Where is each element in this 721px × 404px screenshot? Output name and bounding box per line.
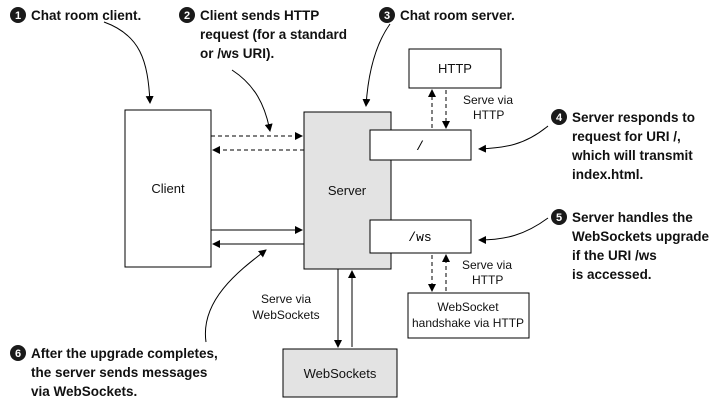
callout-2-pointer (231, 69, 273, 132)
annotation-1: 1 Chat room client. (10, 7, 141, 23)
callout-3-pointer (362, 23, 391, 107)
annotation-5: 5 Server handles the WebSockets upgrade … (551, 209, 710, 282)
badge-2-icon (179, 7, 195, 23)
annotation-4-line-4: index.html. (572, 167, 643, 182)
uri-root-label: / (416, 139, 424, 154)
annotation-6-line-3: via WebSockets. (31, 384, 137, 399)
annotation-2-line-3: or /ws URI). (200, 46, 274, 61)
serve-http-bottom-line-2: HTTP (472, 273, 503, 287)
serve-ws-line-2: WebSockets (252, 308, 319, 322)
badge-2-number: 2 (184, 10, 190, 22)
annotation-5-line-4: is accessed. (572, 267, 652, 282)
annotation-5-line-1: Server handles the (572, 210, 693, 225)
annotation-2-line-1: Client sends HTTP (200, 8, 319, 23)
badge-1-icon (10, 7, 26, 23)
uri-ws-label: /ws (408, 230, 431, 245)
badge-6-icon (10, 345, 26, 361)
server-label: Server (328, 183, 367, 198)
uri-root-box: / (369, 129, 472, 161)
annotation-1-line-1: Chat room client. (31, 8, 141, 23)
badge-4-number: 4 (556, 112, 563, 124)
ws-handshake-line-2: handshake via HTTP (412, 316, 524, 330)
annotation-6: 6 After the upgrade completes, the serve… (10, 345, 218, 399)
annotation-6-line-1: After the upgrade completes, (31, 346, 218, 361)
annotation-3-line-1: Chat room server. (400, 8, 515, 23)
annotation-5-line-2: WebSockets upgrade (572, 229, 710, 244)
badge-5-number: 5 (556, 212, 562, 224)
http-box: HTTP (408, 48, 502, 89)
serve-http-top-line-2: HTTP (473, 108, 504, 122)
annotation-2: 2 Client sends HTTP request (for a stand… (179, 7, 347, 61)
badge-4-icon (551, 109, 567, 125)
badge-3-icon (379, 7, 395, 23)
ws-handshake-box: WebSocket handshake via HTTP (407, 292, 530, 339)
annotation-5-line-3: if the URI /ws (572, 248, 657, 263)
badge-1-number: 1 (15, 10, 21, 22)
badge-5-icon (551, 209, 567, 225)
serve-http-top-line-1: Serve via (463, 93, 513, 107)
serve-ws-line-1: Serve via (261, 292, 311, 306)
callout-4-pointer (478, 125, 549, 153)
websockets-label: WebSockets (304, 366, 377, 381)
annotation-4: 4 Server responds to request for URI /, … (551, 109, 695, 182)
annotation-2-line-2: request (for a standard (200, 27, 347, 42)
annotation-4-line-2: request for URI /, (572, 129, 681, 144)
serve-http-bottom-line-1: Serve via (462, 258, 512, 272)
annotation-6-line-2: the server sends messages (31, 365, 207, 380)
uri-ws-box: /ws (369, 219, 472, 254)
http-label: HTTP (438, 61, 472, 76)
callout-5-pointer (478, 217, 549, 244)
badge-6-number: 6 (15, 348, 21, 360)
ws-handshake-line-1: WebSocket (437, 300, 499, 314)
client-box: Client (124, 109, 212, 268)
annotation-4-line-1: Server responds to (572, 110, 695, 125)
annotation-3: 3 Chat room server. (379, 7, 515, 23)
annotation-4-line-3: which will transmit (571, 148, 693, 163)
callout-1-pointer (103, 21, 154, 104)
badge-3-number: 3 (384, 10, 390, 22)
websockets-box: WebSockets (282, 348, 398, 398)
callout-6-pointer (204, 249, 267, 343)
client-label: Client (151, 181, 185, 196)
